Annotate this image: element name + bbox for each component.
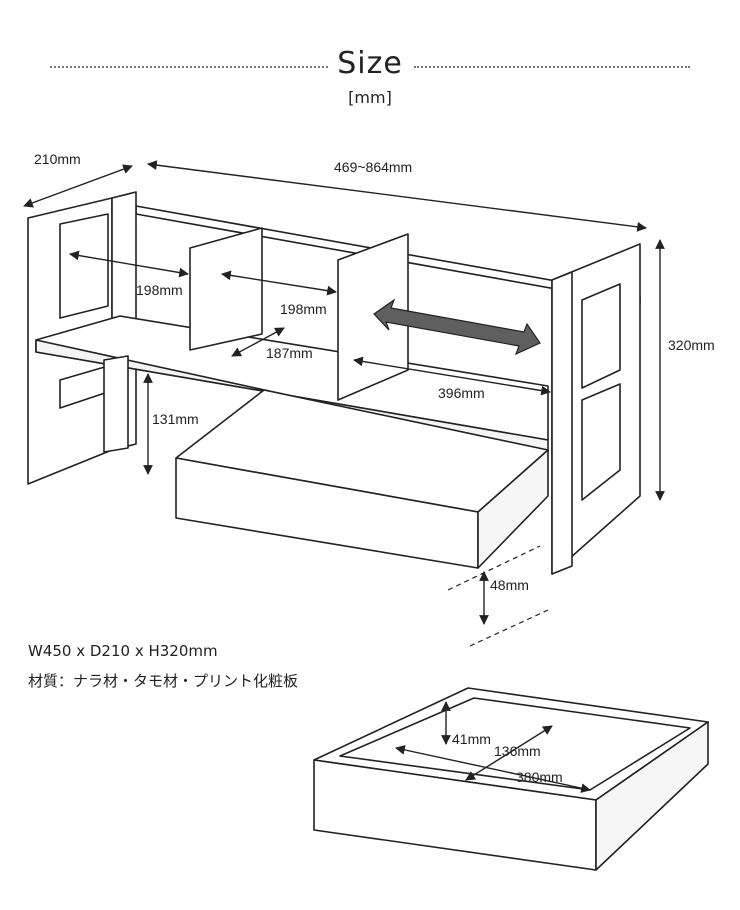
left-opening-arrow — [69, 250, 189, 278]
center-opening-label: 198mm — [280, 301, 327, 317]
divider-depth-label: 187mm — [266, 345, 313, 361]
shelf-span-arrow — [353, 356, 551, 396]
size-spec-text: W450 x D210 x H320mm — [28, 642, 218, 660]
under-clearance-label: 131mm — [152, 411, 199, 427]
depth-arrow — [23, 164, 133, 208]
left-support-leg — [103, 355, 129, 453]
drawer-inner-width-arrow — [395, 745, 591, 793]
center-opening-arrow — [221, 270, 337, 296]
depth-label: 210mm — [34, 151, 81, 167]
divider-depth-arrow — [231, 327, 285, 357]
unit-label: [mm] — [348, 88, 392, 107]
drawer-guide-line-1 — [447, 545, 541, 591]
drawer-inner-depth-label: 136mm — [494, 743, 541, 759]
expand-double-arrow-icon — [373, 298, 541, 356]
right-panel-opening — [581, 283, 621, 389]
drawer-offset-label: 48mm — [490, 577, 529, 593]
drawer-detail-side — [595, 721, 709, 871]
width-arrow — [147, 160, 647, 232]
drawer-inner-height-label: 41mm — [452, 731, 491, 747]
width-range-label: 469~864mm — [334, 159, 412, 175]
height-label: 320mm — [668, 337, 715, 353]
shelf-span-label: 396mm — [438, 385, 485, 401]
material-spec-text: 材質：ナラ材・タモ材・プリント化粧板 — [28, 672, 299, 690]
right-side-panel-front — [551, 271, 573, 575]
page-title: Size — [337, 46, 403, 81]
header-dotted-line-right — [414, 66, 690, 68]
left-opening-label: 198mm — [136, 282, 183, 298]
drawer-inner-width-label: 380mm — [516, 769, 563, 785]
right-panel-opening-lower — [581, 383, 621, 501]
drawer-side-panel — [477, 449, 549, 569]
header-dotted-line-left — [50, 66, 328, 68]
